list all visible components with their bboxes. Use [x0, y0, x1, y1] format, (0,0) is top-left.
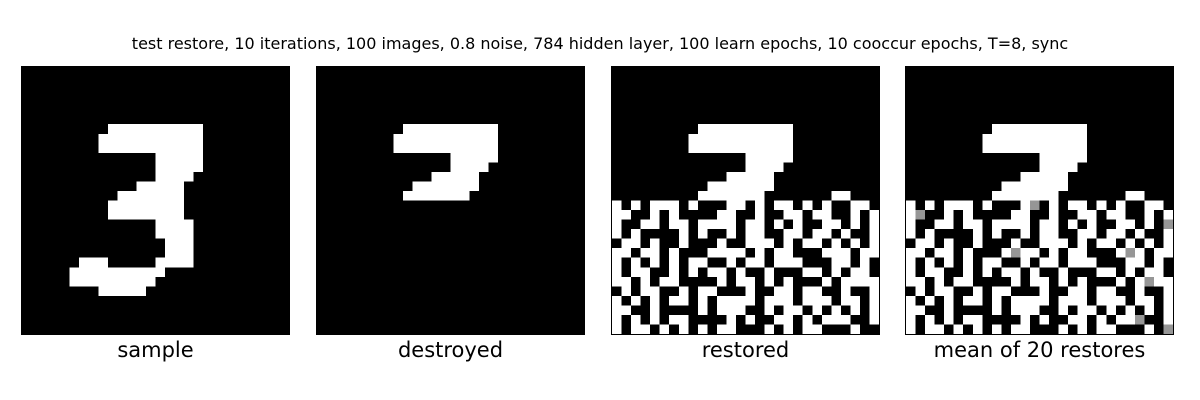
restored-label: restored	[701, 338, 790, 362]
panel-restored: restored	[611, 66, 880, 362]
destroyed-image	[316, 66, 585, 335]
panel-destroyed: destroyed	[316, 66, 585, 362]
mean-label: mean of 20 restores	[933, 338, 1146, 362]
sample-canvas	[22, 67, 289, 334]
sample-image	[21, 66, 290, 335]
sample-label: sample	[117, 338, 194, 362]
panel-sample: sample	[21, 66, 290, 362]
restored-canvas	[612, 67, 879, 334]
restored-image	[611, 66, 880, 335]
mean-image	[905, 66, 1174, 335]
mean-canvas	[906, 67, 1173, 334]
figure-title: test restore, 10 iterations, 100 images,…	[131, 34, 1069, 53]
destroyed-canvas	[317, 67, 584, 334]
destroyed-label: destroyed	[397, 338, 504, 362]
panel-mean: mean of 20 restores	[905, 66, 1174, 362]
